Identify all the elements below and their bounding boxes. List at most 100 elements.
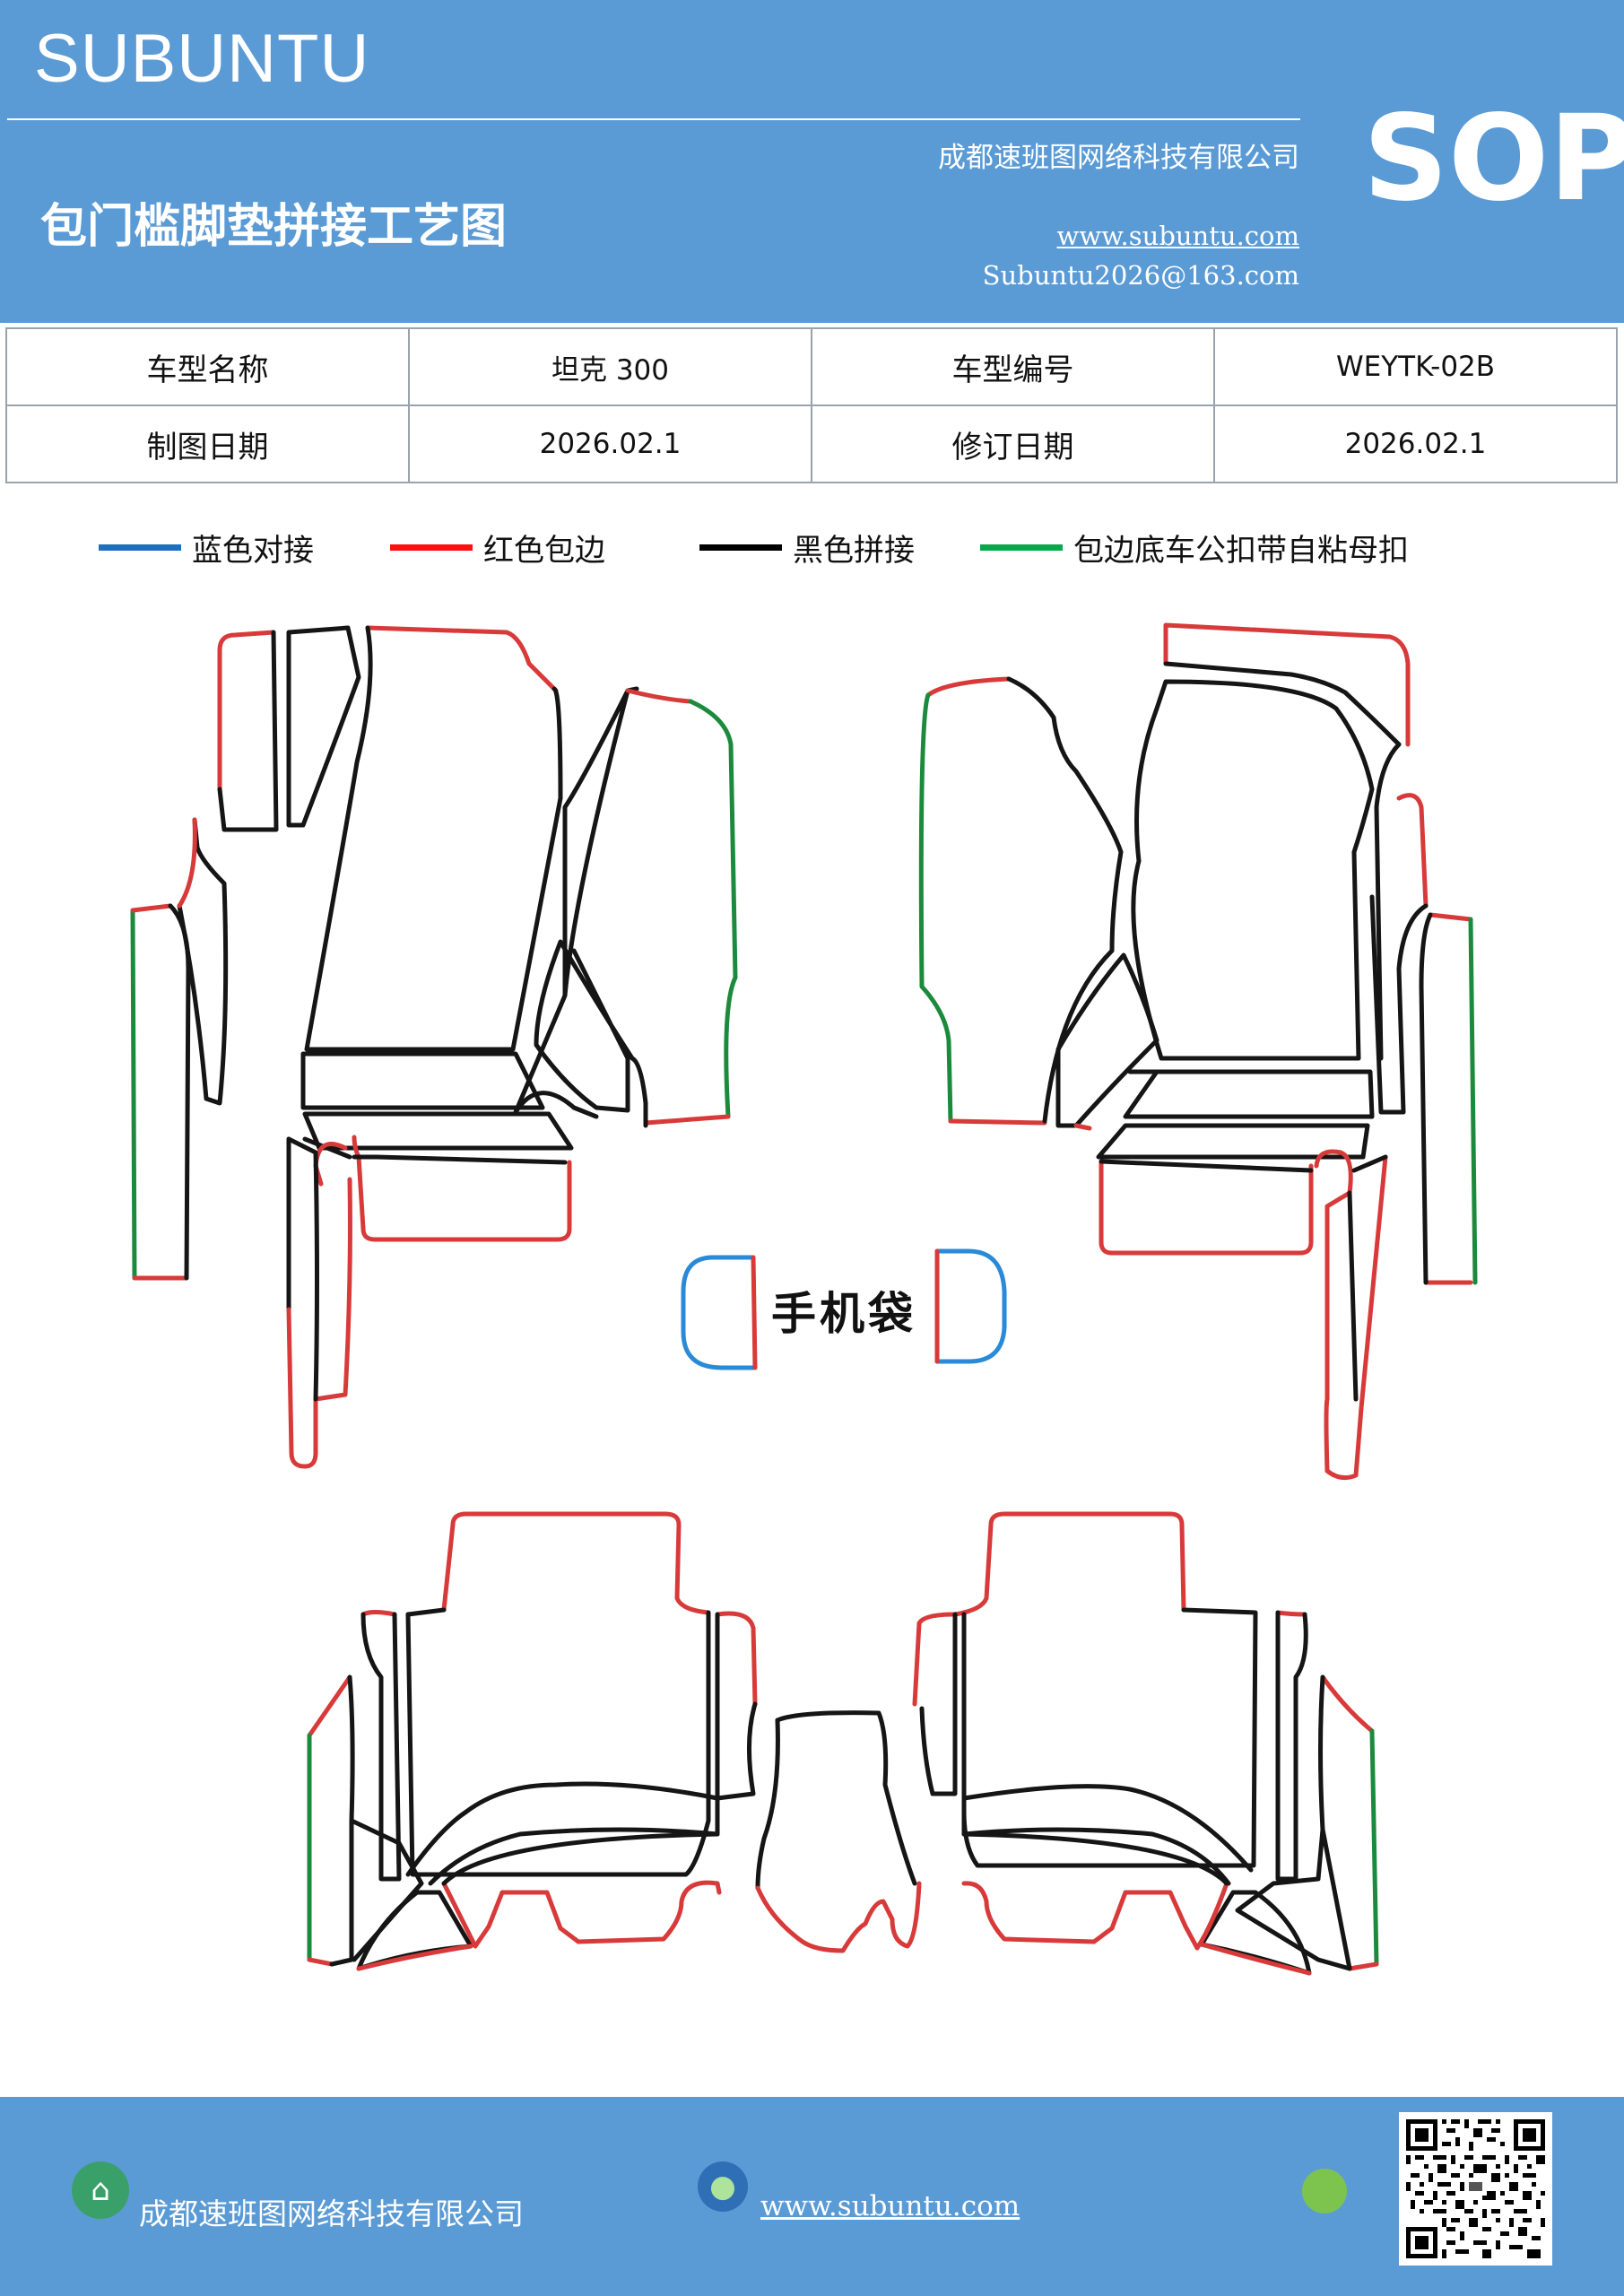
mat-outline — [441, 1831, 720, 1886]
legend-label: 蓝色对接 — [192, 532, 314, 569]
legend-item-blue: 蓝色对接 — [99, 520, 314, 574]
mat-outline — [1396, 793, 1429, 909]
table-row: 车型名称 坦克 300 车型编号 WEYTK-02B — [5, 327, 1618, 406]
document-title: 包门槛脚垫拼接工艺图 — [40, 199, 508, 254]
mat-outline — [1163, 661, 1402, 747]
website-link[interactable]: www.subuntu.com — [1056, 221, 1299, 251]
mat-outline — [961, 1831, 1229, 1886]
mat-outline — [1055, 952, 1159, 1128]
building-icon: ⌂ — [72, 2161, 129, 2219]
mat-outline — [1314, 1149, 1388, 1481]
mat-outline — [1235, 1674, 1352, 1971]
qr-code-icon — [1402, 2115, 1550, 2263]
mat-outline — [952, 1511, 1186, 1617]
footer-company: 成都速班图网络科技有限公司 — [139, 2196, 524, 2231]
legend-swatch-black — [699, 544, 782, 551]
revise-date-label: 修订日期 — [811, 404, 1215, 483]
mat-outline — [1163, 622, 1411, 747]
mat-outline — [217, 630, 276, 792]
legend-label: 红色包边 — [483, 532, 605, 569]
phone-pouch — [681, 1248, 1007, 1370]
legend-label: 黑色拼接 — [793, 532, 915, 569]
mat-outline — [217, 630, 279, 832]
globe-icon: ● — [698, 2161, 748, 2212]
mat-outline — [1347, 1961, 1379, 1971]
header-divider — [7, 118, 1300, 120]
model-name-label: 车型名称 — [5, 327, 410, 406]
mat-outline — [534, 939, 648, 1128]
mat-outline — [286, 1136, 352, 1312]
model-code-value: WEYTK-02B — [1213, 327, 1618, 406]
mat-outline — [1073, 1123, 1092, 1131]
mat-outline — [919, 1610, 1308, 1882]
phone-pouch-label: 手机袋 — [771, 1288, 916, 1340]
mat-outline — [948, 1118, 1047, 1126]
mat-outline — [1423, 912, 1473, 1285]
mat-outline — [1131, 679, 1375, 1061]
mat-outline — [918, 692, 953, 1124]
mat-outline — [1123, 1069, 1375, 1119]
mat-outline — [302, 1111, 574, 1151]
vehicle-info-table: 车型名称 坦克 300 车型编号 WEYTK-02B 制图日期 2026.02.… — [5, 327, 1618, 483]
mat-outline — [304, 625, 563, 1052]
mat-outline — [715, 1612, 758, 1801]
mat-outline — [755, 1881, 922, 1953]
sop-badge: SOP — [1363, 90, 1624, 228]
mat-outline — [307, 1957, 334, 1967]
mat-outline — [1369, 894, 1429, 1115]
draw-date-value: 2026.02.1 — [408, 404, 812, 483]
legend-swatch-blue — [99, 544, 181, 551]
pouch-outline-left — [751, 1255, 758, 1370]
footer-banner — [0, 2097, 1624, 2296]
mat-outline — [688, 699, 738, 1119]
mat-outline — [1099, 1159, 1314, 1173]
mat-outline — [352, 1135, 572, 1242]
mat-outline — [286, 1136, 319, 1402]
mat-outline — [1468, 917, 1478, 1285]
mat-outline — [1369, 1728, 1379, 1967]
mat-outline — [177, 817, 197, 909]
mat-outline — [912, 1610, 1307, 1707]
mat-outline — [405, 1781, 720, 1886]
brand-name: SUBUNTU — [34, 21, 370, 97]
mat-outline — [365, 625, 559, 693]
table-row: 制图日期 2026.02.1 修订日期 2026.02.1 — [5, 404, 1618, 483]
mat-outline — [513, 686, 639, 1119]
legend-item-black: 黑色拼接 — [699, 520, 915, 574]
pouch-outline-left — [681, 1255, 756, 1370]
mat-outline — [356, 1944, 473, 1971]
mat-outline — [1320, 1674, 1375, 1734]
front-left-mats — [130, 625, 738, 1469]
mat-outline — [168, 903, 191, 1281]
mat-outline — [1099, 1159, 1314, 1256]
legend-swatch-green — [980, 544, 1063, 551]
mat-outline — [441, 1880, 722, 1949]
mat-outline — [961, 1881, 1229, 1951]
mat-outline — [130, 903, 189, 1281]
mat-outline — [405, 1607, 711, 1877]
mat-outline — [925, 676, 1012, 698]
mat-outline — [961, 1607, 1258, 1868]
wechat-icon — [1302, 2169, 1347, 2213]
mat-outline — [1374, 742, 1402, 1061]
mat-outline — [1419, 912, 1433, 1285]
model-name-value: 坦克 300 — [408, 327, 812, 406]
mat-outline — [360, 1610, 758, 1707]
mat-outline — [625, 688, 693, 704]
legend-swatch-red — [390, 544, 473, 551]
email-address: Subuntu2026@163.com — [982, 260, 1299, 291]
mat-outline — [130, 908, 137, 1281]
rear-mats — [307, 1511, 1379, 1976]
mat-outline — [286, 625, 361, 828]
mat-outline — [360, 1612, 402, 1882]
mat-outline — [307, 1674, 352, 1738]
mat-outline — [300, 1051, 545, 1110]
header-banner — [0, 0, 1624, 323]
mat-outline — [755, 1718, 780, 1891]
draw-date-label: 制图日期 — [5, 404, 410, 483]
footer-website-link[interactable]: www.subuntu.com — [760, 2190, 1020, 2222]
legend-label: 包边底车公扣带自粘母扣 — [1073, 532, 1409, 569]
mat-outline — [643, 1100, 731, 1126]
mat-outline — [177, 817, 229, 1106]
